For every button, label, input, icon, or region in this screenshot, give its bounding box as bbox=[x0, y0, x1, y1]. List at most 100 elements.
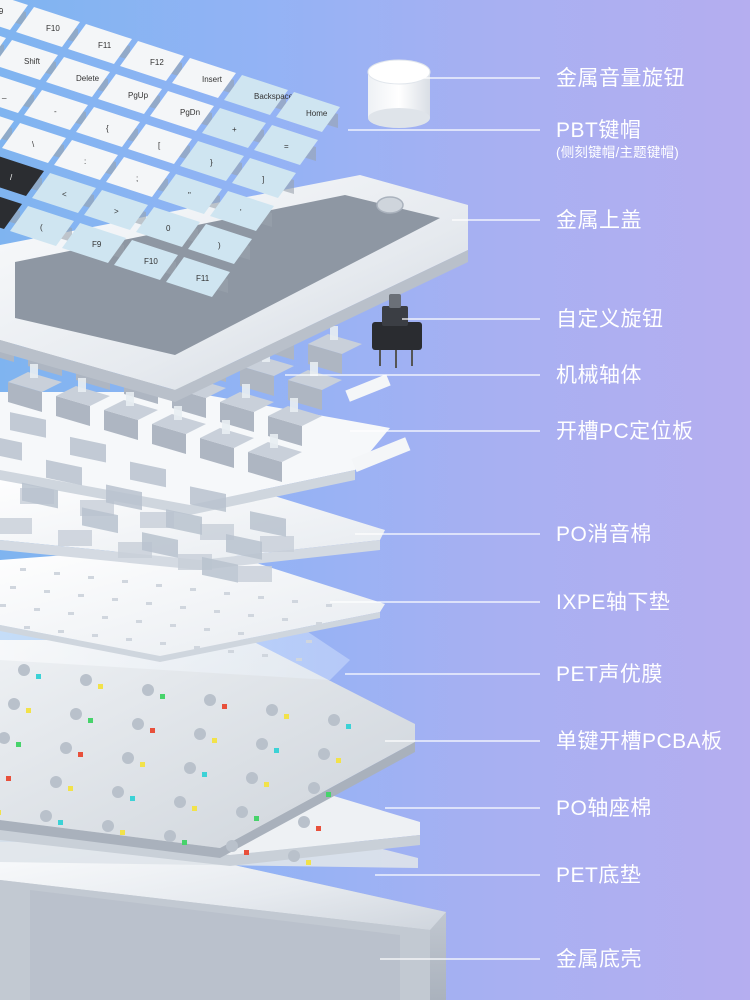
led bbox=[78, 752, 83, 757]
pad-hole bbox=[262, 654, 268, 657]
switch-socket bbox=[112, 786, 124, 798]
pad-hole bbox=[20, 568, 26, 571]
led bbox=[212, 738, 217, 743]
pad-hole bbox=[88, 576, 94, 579]
keycap-legend: PgUp bbox=[128, 91, 149, 100]
keycap: F12 bbox=[120, 41, 184, 81]
pad-hole bbox=[102, 616, 108, 619]
switch-socket bbox=[132, 718, 144, 730]
label-pet-acoustic-film: PET声优膜 bbox=[556, 663, 663, 686]
keycap-legend: Backspace bbox=[254, 92, 294, 101]
keycap-legend: > bbox=[114, 207, 119, 216]
pbt-keycaps: F9F10F11F12InsertBackspaceHomeEnterShift… bbox=[0, 0, 340, 297]
plate-cutout bbox=[202, 556, 238, 583]
keycap-legend: ' bbox=[240, 208, 242, 217]
keycap: Insert bbox=[172, 58, 236, 98]
switch bbox=[152, 406, 206, 454]
keycap: _ bbox=[0, 76, 36, 113]
led bbox=[274, 748, 279, 753]
foam-cutout bbox=[140, 512, 174, 528]
keycap: > bbox=[84, 190, 148, 230]
led bbox=[150, 728, 155, 733]
keycap: - bbox=[24, 90, 88, 130]
switch-socket bbox=[0, 732, 10, 744]
pad-hole bbox=[272, 636, 278, 639]
led bbox=[98, 684, 103, 689]
keycap: F9 bbox=[62, 223, 126, 263]
led bbox=[254, 816, 259, 821]
pad-hole bbox=[68, 612, 74, 615]
keycap-legend: \ bbox=[32, 140, 35, 149]
keycap: Delete bbox=[46, 57, 110, 97]
metal-bottom-case bbox=[0, 842, 446, 1000]
plate-cutout bbox=[0, 435, 22, 461]
switch-socket bbox=[8, 698, 20, 710]
keycap-legend: F10 bbox=[46, 24, 60, 33]
switch-socket bbox=[308, 782, 320, 794]
led bbox=[182, 840, 187, 845]
switch-socket bbox=[102, 820, 114, 832]
keycap-legend: Home bbox=[306, 109, 328, 118]
plate-cutout bbox=[10, 412, 46, 438]
pad-hole bbox=[146, 602, 152, 605]
keycap-legend: + bbox=[232, 125, 237, 134]
keycap-legend: F12 bbox=[150, 58, 164, 67]
plate-cutout bbox=[106, 484, 142, 511]
led bbox=[130, 796, 135, 801]
keycap-legend: } bbox=[210, 158, 213, 167]
switch-socket bbox=[226, 840, 238, 852]
label-metal-bottom-case: 金属底壳 bbox=[556, 948, 642, 971]
plate-cutout bbox=[250, 511, 286, 537]
plate-cutout bbox=[130, 461, 166, 488]
pad-hole bbox=[238, 632, 244, 635]
label-pet-bottom-pad: PET底垫 bbox=[556, 864, 642, 887]
switch-socket bbox=[204, 694, 216, 706]
pad-hole bbox=[0, 604, 6, 607]
label-po-sound-foam: PO消音棉 bbox=[556, 523, 652, 546]
keycap-legend: { bbox=[106, 124, 109, 133]
keycap: F9 bbox=[0, 0, 28, 30]
keycap-legend: ] bbox=[262, 175, 264, 184]
led bbox=[346, 724, 351, 729]
switch-socket bbox=[60, 742, 72, 754]
plate-cutout bbox=[70, 436, 106, 463]
led bbox=[264, 782, 269, 787]
pad-hole bbox=[54, 572, 60, 575]
keycap: ( bbox=[10, 206, 74, 246]
switch-socket bbox=[266, 704, 278, 716]
switch-socket bbox=[50, 776, 62, 788]
label-po-socket-foam: PO轴座棉 bbox=[556, 797, 652, 820]
plate-cutout bbox=[142, 532, 178, 558]
led bbox=[68, 786, 73, 791]
keycap: F10 bbox=[114, 240, 178, 280]
switch-socket bbox=[288, 850, 300, 862]
pad-hole bbox=[258, 596, 264, 599]
pad-hole bbox=[306, 640, 312, 643]
pad-hole bbox=[204, 628, 210, 631]
keycap-legend: Insert bbox=[202, 75, 223, 84]
keycap: PgUp bbox=[98, 74, 162, 114]
keycap-legend: " bbox=[188, 191, 191, 200]
led bbox=[140, 762, 145, 767]
pad-hole bbox=[122, 580, 128, 583]
keycap: : bbox=[54, 140, 118, 180]
keycap: Shift bbox=[0, 40, 58, 80]
led bbox=[192, 806, 197, 811]
switch bbox=[8, 364, 62, 412]
keycap: < bbox=[32, 173, 96, 213]
keycap: " bbox=[158, 174, 222, 214]
keycap-legend: / bbox=[10, 173, 13, 182]
pad-hole bbox=[214, 610, 220, 613]
keycap-legend: ( bbox=[40, 223, 43, 232]
pad-hole bbox=[160, 642, 166, 645]
pad-hole bbox=[112, 598, 118, 601]
label-pbt-keycaps: PBT键帽 bbox=[556, 119, 642, 142]
single-key-slotted-pcba bbox=[0, 640, 415, 865]
keycap: / bbox=[0, 156, 44, 196]
pad-hole bbox=[248, 614, 254, 617]
foam-cutout bbox=[0, 518, 32, 534]
keycap-legend: ) bbox=[218, 241, 221, 250]
pad-hole bbox=[92, 634, 98, 637]
ixpe-switch-pad bbox=[0, 545, 385, 662]
